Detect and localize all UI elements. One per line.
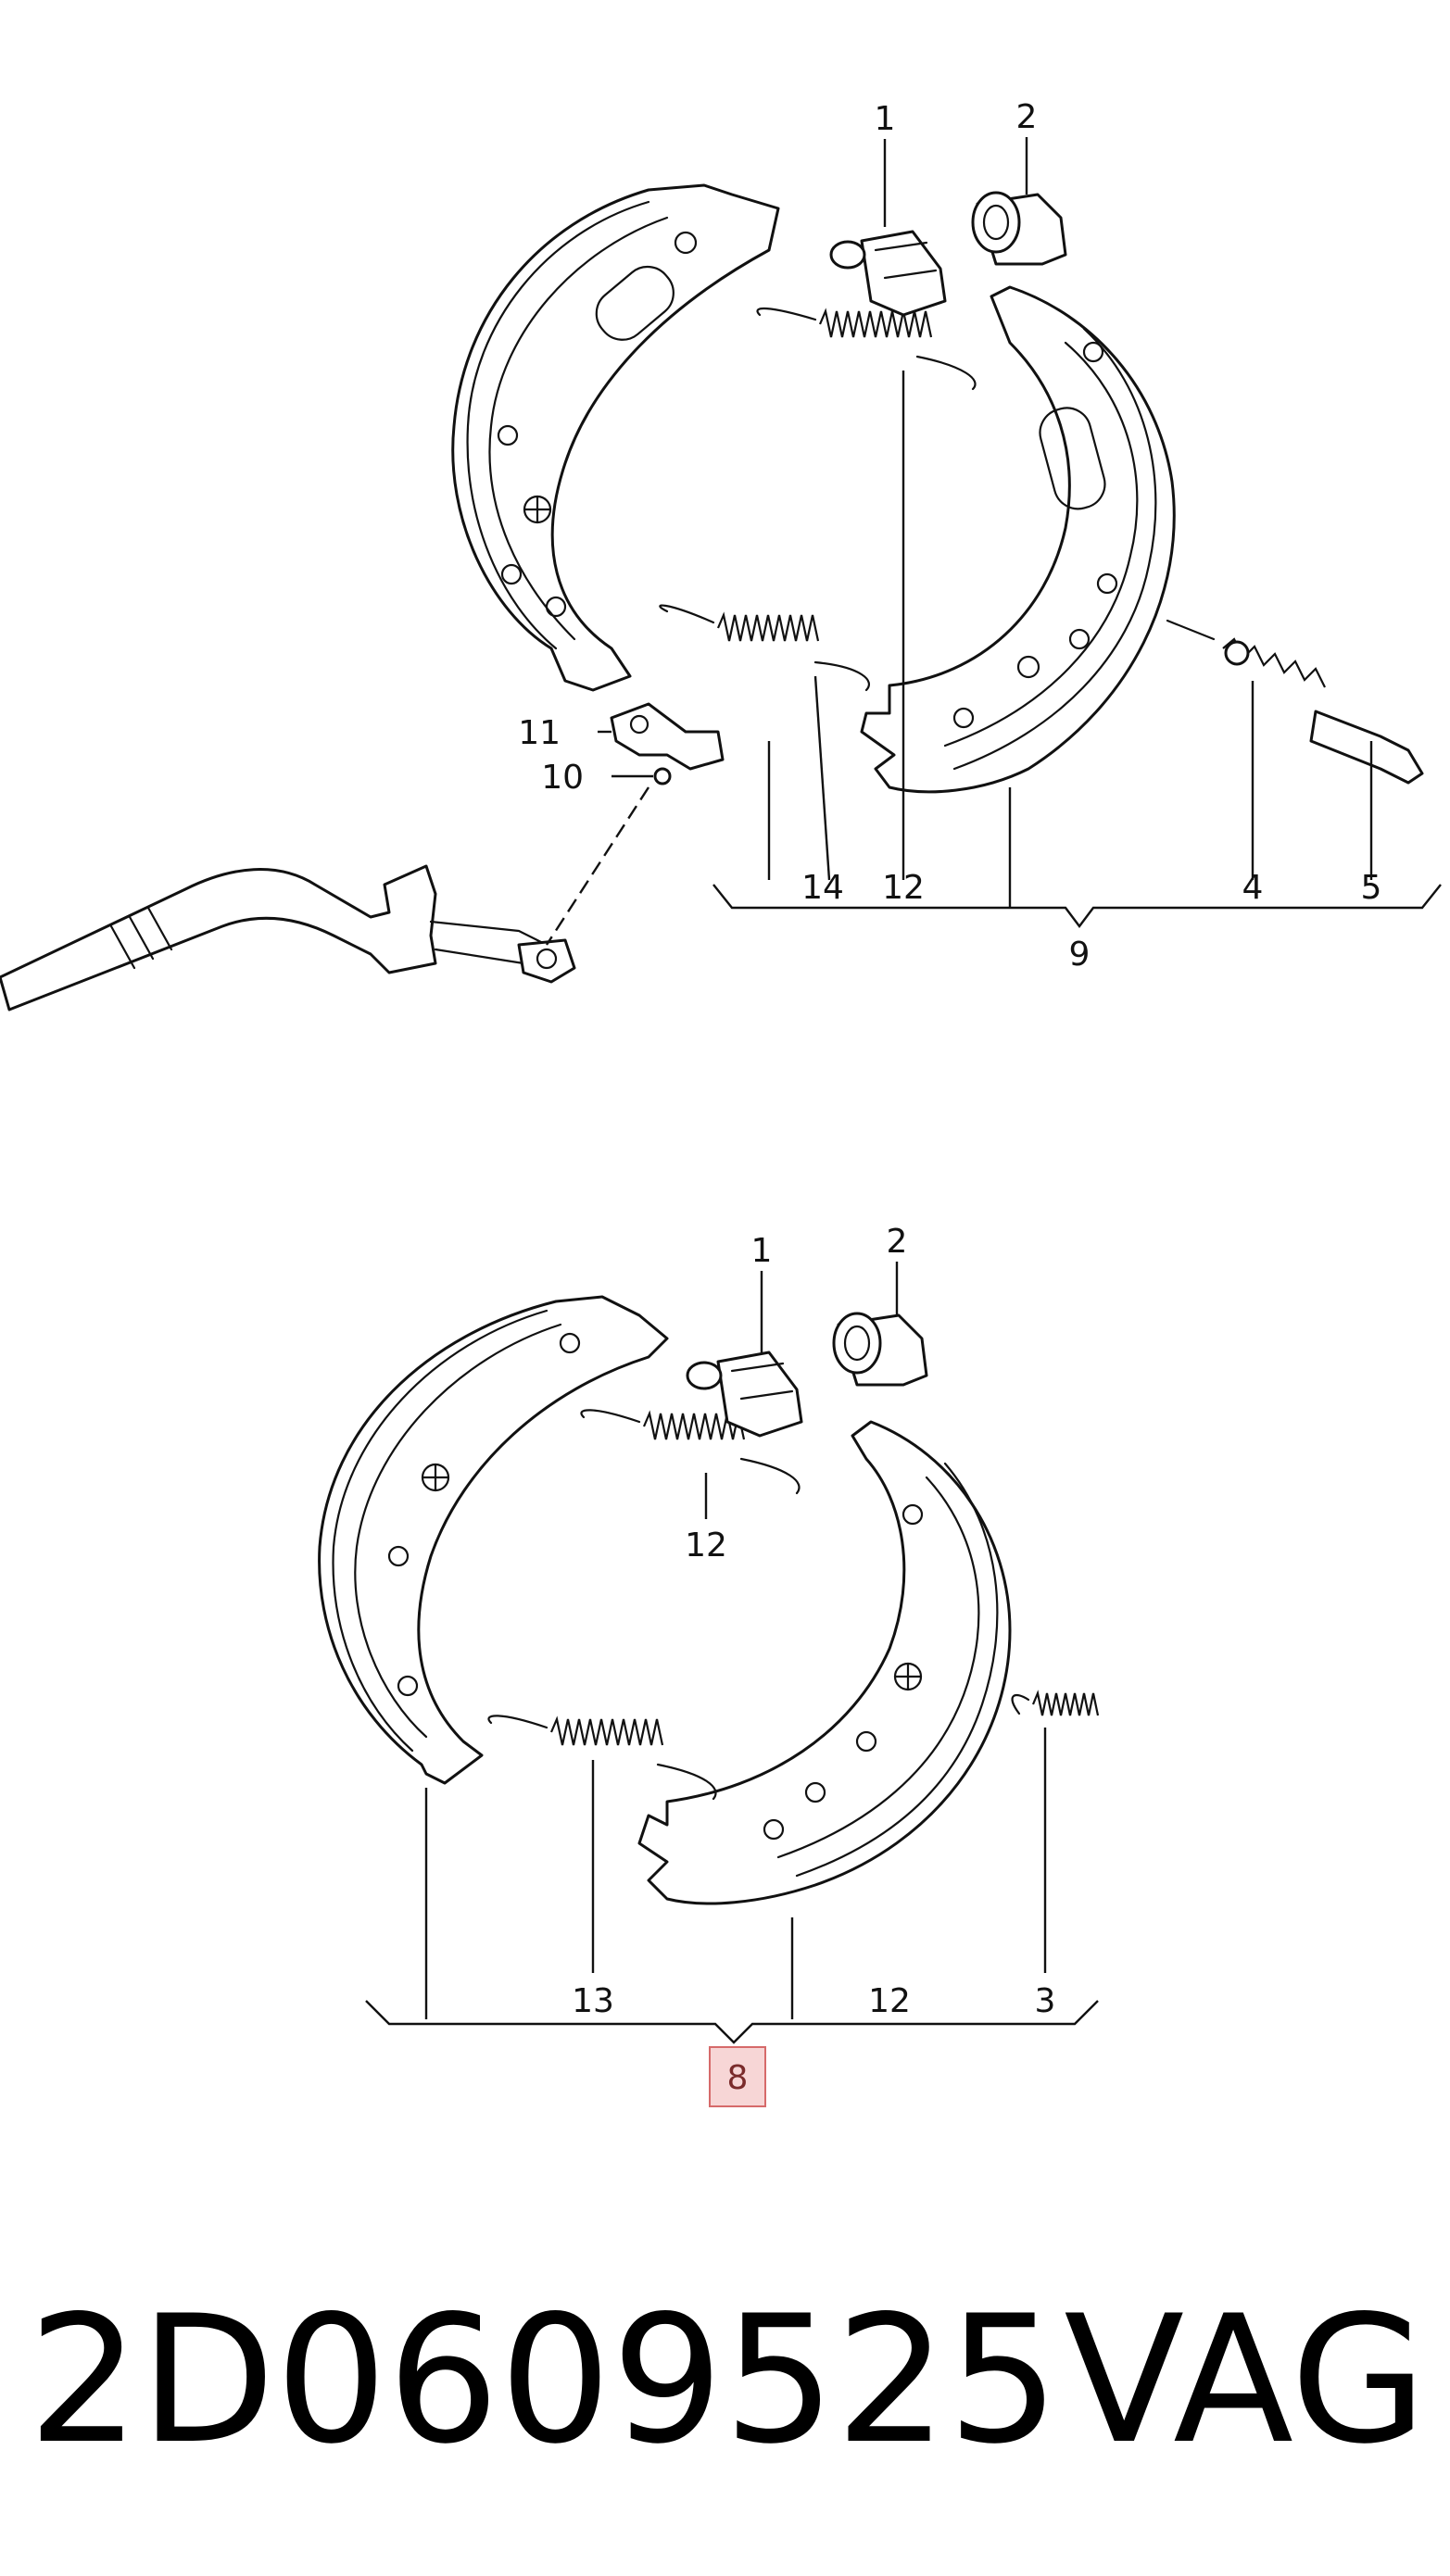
lower-assembly: 2 1 12 13 12 3 8 xyxy=(318,1223,1100,2107)
callout-label: 1 xyxy=(875,100,896,138)
upper-parking-cable xyxy=(0,864,576,1012)
callout-label: 9 xyxy=(1069,936,1091,974)
callout-label: 2 xyxy=(1016,98,1038,136)
callout-label: 4 xyxy=(1242,869,1264,907)
brand-name: VAG xyxy=(1064,2278,1427,2482)
upper-adjuster xyxy=(829,230,947,317)
callout-label: 12 xyxy=(685,1527,727,1564)
upper-top-spring xyxy=(756,308,977,391)
upper-hold-down-spring xyxy=(1166,619,1326,688)
lower-right-brake-shoe xyxy=(637,1420,1012,1905)
callout-label: 11 xyxy=(518,714,561,752)
callout-label: 10 xyxy=(541,759,584,797)
lower-small-spring xyxy=(1011,1690,1100,1716)
callout-label: 5 xyxy=(1361,869,1382,907)
callout-label: 12 xyxy=(868,1982,911,2020)
highlighted-callout-box[interactable] xyxy=(709,2046,766,2107)
upper-leader-lines xyxy=(598,137,1442,928)
upper-callouts: 1 2 11 10 14 12 4 5 9 xyxy=(518,98,1381,974)
upper-sleeve xyxy=(971,191,1067,266)
callout-label: 2 xyxy=(887,1223,908,1261)
callout-label: 13 xyxy=(572,1982,614,2020)
upper-left-brake-shoe xyxy=(451,183,780,692)
callout-label: 12 xyxy=(882,869,925,907)
lower-sleeve xyxy=(832,1312,928,1387)
upper-parking-lever xyxy=(610,702,725,785)
upper-bottom-spring xyxy=(659,604,870,692)
part-number: 2D0609525 xyxy=(28,2278,1060,2482)
lower-bottom-spring xyxy=(487,1715,717,1801)
upper-assembly: 1 2 11 10 14 12 4 5 9 xyxy=(0,98,1442,1012)
lower-callouts: 2 1 12 13 12 3 8 xyxy=(572,1223,1055,2097)
lower-left-brake-shoe xyxy=(318,1295,669,1785)
upper-right-brake-shoe xyxy=(860,285,1176,794)
footer: 2D0609525 VAG xyxy=(28,2288,1427,2473)
upper-cable-link-dashed xyxy=(545,786,650,946)
callout-label: 14 xyxy=(801,869,844,907)
callout-label: 3 xyxy=(1035,1982,1056,2020)
lower-leader-lines xyxy=(365,1262,1099,2044)
upper-hold-down-pin xyxy=(1309,710,1424,785)
highlighted-callout-label: 8 xyxy=(727,2059,749,2097)
lower-adjuster xyxy=(686,1351,803,1438)
callout-label: 1 xyxy=(751,1232,773,1270)
